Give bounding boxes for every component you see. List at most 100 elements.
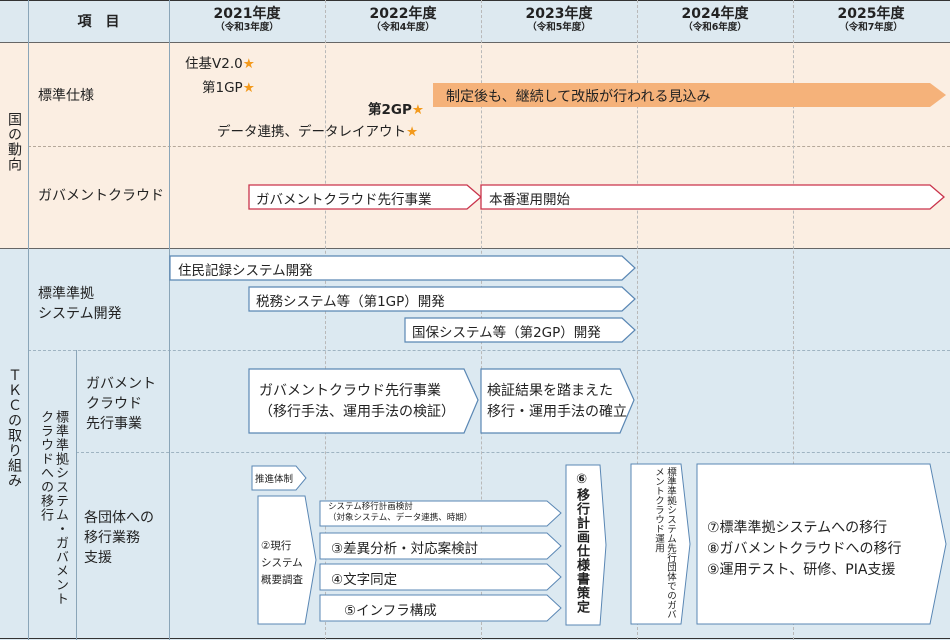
row-label-line: 支援 xyxy=(84,550,112,566)
milestone-data: データ連携、データレイアウト★ xyxy=(217,120,418,140)
bar-tax-dev xyxy=(248,286,636,312)
label-current: ②現行 システム 概要調査 xyxy=(261,538,303,589)
row-label-line: ガバメント xyxy=(86,376,156,392)
milestone-label: データ連携、データレイアウト xyxy=(217,124,406,140)
bar-continuous-revision xyxy=(433,83,946,107)
year-label: 2024年度 xyxy=(681,6,749,22)
label-line: システム xyxy=(261,557,303,569)
box-spec6 xyxy=(565,464,607,626)
label-line: （移行手法、運用手法の検証） xyxy=(259,404,455,420)
grid-line xyxy=(28,0,29,640)
year-label: 2021年度 xyxy=(213,6,281,22)
box-current xyxy=(257,495,317,625)
year-sub: （令和7年度） xyxy=(839,22,903,33)
label-line: ⑧ガバメントクラウドへの移行 xyxy=(707,541,902,557)
label-verify-box: 検証結果を踏まえた 移行・運用手法の確立 xyxy=(487,381,627,423)
grid-line xyxy=(0,0,950,1)
label-plan: システム移行計画検討 （対象システム、データ連携、時期） xyxy=(328,502,472,524)
label-pilot-orgs: 標準準拠システム先行団体でのガバメントクラウド運用 xyxy=(653,467,676,619)
row-label-line: 各団体への xyxy=(84,510,154,526)
grid-line xyxy=(0,638,950,639)
label-continuous-revision: 制定後も、継続して改版が行われる見込み xyxy=(446,89,711,105)
row-label-line: クラウド xyxy=(86,396,142,412)
bar-production-start xyxy=(480,184,945,210)
label-line: （対象システム、データ連携、時期） xyxy=(328,513,473,523)
grid-line xyxy=(76,452,950,453)
row-gov-cloud: ガバメントクラウド xyxy=(38,188,164,204)
label-line: 検証結果を踏まえた xyxy=(487,383,613,399)
label-resident-dev: 住民記録システム開発 xyxy=(178,263,313,279)
box-pilot-orgs xyxy=(630,463,691,625)
row-label-line: 標準準拠 xyxy=(38,286,94,302)
header-band xyxy=(0,0,950,42)
grid-line xyxy=(169,0,170,640)
milestone-juki: 住基V2.0★ xyxy=(185,52,255,72)
label-line: ②現行 xyxy=(261,540,292,552)
year-2025: 2025年度 （令和7年度） xyxy=(793,6,949,34)
grid-line xyxy=(325,0,326,640)
year-sub: （令和4年度） xyxy=(371,22,435,33)
section-migration: 標準準拠システム・ガバメントクラウドへの移行 xyxy=(38,410,68,606)
row-support: 各団体への 移行業務 支援 xyxy=(84,508,154,568)
milestone-label: 住基V2.0 xyxy=(185,56,243,72)
box-promotion xyxy=(251,465,307,491)
bar-insurance-dev xyxy=(404,317,636,343)
milestone-1gp: 第1GP★ xyxy=(202,76,255,96)
box-final xyxy=(696,463,947,625)
label-insurance-dev: 国保システム等（第2GP）開発 xyxy=(412,325,601,341)
label-chars: ④文字同定 xyxy=(331,572,398,588)
item-header: 項 目 xyxy=(77,14,120,30)
label-promotion: 推進体制 xyxy=(255,474,294,485)
label-tax-dev: 税務システム等（第1GP）開発 xyxy=(256,294,445,310)
milestone-label: 第1GP xyxy=(202,80,243,96)
grid-line xyxy=(0,42,950,43)
label-line: ガバメントクラウド先行事業 xyxy=(259,383,441,399)
bar-infra xyxy=(319,594,562,622)
bar-chars xyxy=(319,563,562,591)
label-infra: ⑤インフラ構成 xyxy=(344,603,437,619)
grid-line xyxy=(28,146,950,147)
label-gap: ③差異分析・対応案検討 xyxy=(331,541,479,557)
grid-line xyxy=(637,0,638,640)
year-sub: （令和6年度） xyxy=(683,22,747,33)
bar-plan xyxy=(319,500,562,527)
grid-line xyxy=(0,248,950,249)
year-2024: 2024年度 （令和6年度） xyxy=(637,6,793,34)
year-label: 2022年度 xyxy=(369,6,437,22)
label-line: ⑦標準準拠システムへの移行 xyxy=(707,520,888,536)
milestone-label: 第2GP xyxy=(368,102,412,118)
star-icon: ★ xyxy=(411,102,424,118)
row-system-dev: 標準準拠 システム開発 xyxy=(38,284,122,324)
grid-line xyxy=(28,350,950,351)
grid-line xyxy=(76,350,77,640)
row-standard-spec: 標準仕様 xyxy=(38,88,94,104)
year-label: 2023年度 xyxy=(525,6,593,22)
year-2023: 2023年度 （令和5年度） xyxy=(481,6,637,34)
label-spec6: ⑥移行計画仕様書策定 xyxy=(574,472,589,614)
label-line: 概要調査 xyxy=(261,574,303,586)
bar-gc-pilot xyxy=(248,184,482,210)
section-tkc: ＴＫＣの取り組み xyxy=(6,368,22,488)
year-sub: （令和5年度） xyxy=(527,22,591,33)
row-label-line: 移行業務 xyxy=(84,530,140,546)
label-line: ⑨運用テスト、研修、PIA支援 xyxy=(707,562,896,578)
box-pilot xyxy=(248,368,479,434)
star-icon: ★ xyxy=(242,56,255,72)
grid-line xyxy=(793,0,794,640)
bar-gap xyxy=(319,532,562,560)
year-2021: 2021年度 （令和3年度） xyxy=(169,6,325,34)
label-gc-pilot: ガバメントクラウド先行事業 xyxy=(256,192,432,208)
year-label: 2025年度 xyxy=(837,6,905,22)
section-national: 国の動向 xyxy=(6,112,22,172)
label-line: 移行・運用手法の確立 xyxy=(487,404,627,420)
milestone-2gp: 第2GP★ xyxy=(368,98,424,118)
row-pilot: ガバメント クラウド 先行事業 xyxy=(86,374,156,434)
label-production-start: 本番運用開始 xyxy=(489,192,570,208)
row-label-line: システム開発 xyxy=(38,306,122,322)
national-section-bg xyxy=(0,42,950,248)
star-icon: ★ xyxy=(242,80,255,96)
row-label-line: 先行事業 xyxy=(86,416,142,432)
star-icon: ★ xyxy=(406,124,419,140)
label-pilot-box: ガバメントクラウド先行事業 （移行手法、運用手法の検証） xyxy=(259,381,455,423)
